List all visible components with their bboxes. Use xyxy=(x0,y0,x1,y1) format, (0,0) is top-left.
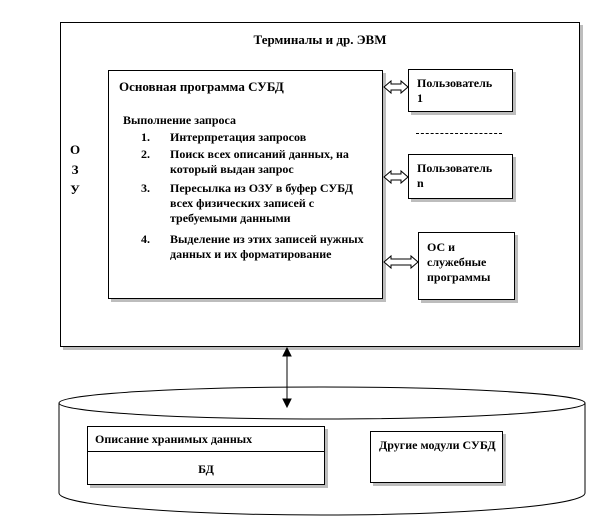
user-1-label: Пользователь xyxy=(417,76,493,90)
db-label: БД xyxy=(198,462,214,476)
step-text: Поиск всех описаний данных, на который в… xyxy=(170,147,349,176)
terminals-title: Терминалы и др. ЭВМ xyxy=(253,32,387,47)
os-box: ОС и служебные программы xyxy=(418,232,515,300)
user-1-box: Пользователь 1 xyxy=(408,69,513,112)
ozu-letter: О xyxy=(69,142,81,157)
users-ellipsis-divider xyxy=(416,133,502,134)
ozu-label: О З У xyxy=(68,140,82,200)
step-text: Выделение из этих записей нужных данных … xyxy=(170,232,364,261)
dbms-program-title: Основная программа СУБД xyxy=(119,79,284,94)
user-n-box: Пользователь n xyxy=(408,154,513,199)
user-1-index: 1 xyxy=(417,91,423,105)
vertical-double-arrow-icon xyxy=(282,346,292,409)
other-dbms-modules-label: Другие модули СУБД xyxy=(379,438,496,452)
query-execution-title: Выполнение запроса xyxy=(123,113,236,127)
other-dbms-modules-box: Другие модули СУБД xyxy=(370,431,503,483)
double-arrow-icon xyxy=(383,169,409,185)
user-n-label: Пользователь xyxy=(417,161,493,175)
ozu-letter: З xyxy=(71,162,79,177)
double-arrow-icon xyxy=(383,254,419,270)
stored-data-description-title: Описание хранимых данных xyxy=(95,432,253,446)
ozu-letter: У xyxy=(70,182,80,197)
step-number: 2. xyxy=(141,147,150,161)
step-text: Интерпретация запросов xyxy=(170,130,307,144)
step-number: 1. xyxy=(141,130,150,144)
step-number: 4. xyxy=(141,232,150,246)
os-label: ОС и служебные программы xyxy=(427,240,491,284)
double-arrow-icon xyxy=(383,79,409,95)
step-text: Пересылка из ОЗУ в буфер СУБД всех физич… xyxy=(170,181,353,225)
step-number: 3. xyxy=(141,181,150,195)
user-n-index: n xyxy=(417,176,424,190)
stored-data-description-box: Описание хранимых данных БД xyxy=(87,426,325,485)
dbms-main-program-box: Основная программа СУБД Выполнение запро… xyxy=(108,70,383,299)
